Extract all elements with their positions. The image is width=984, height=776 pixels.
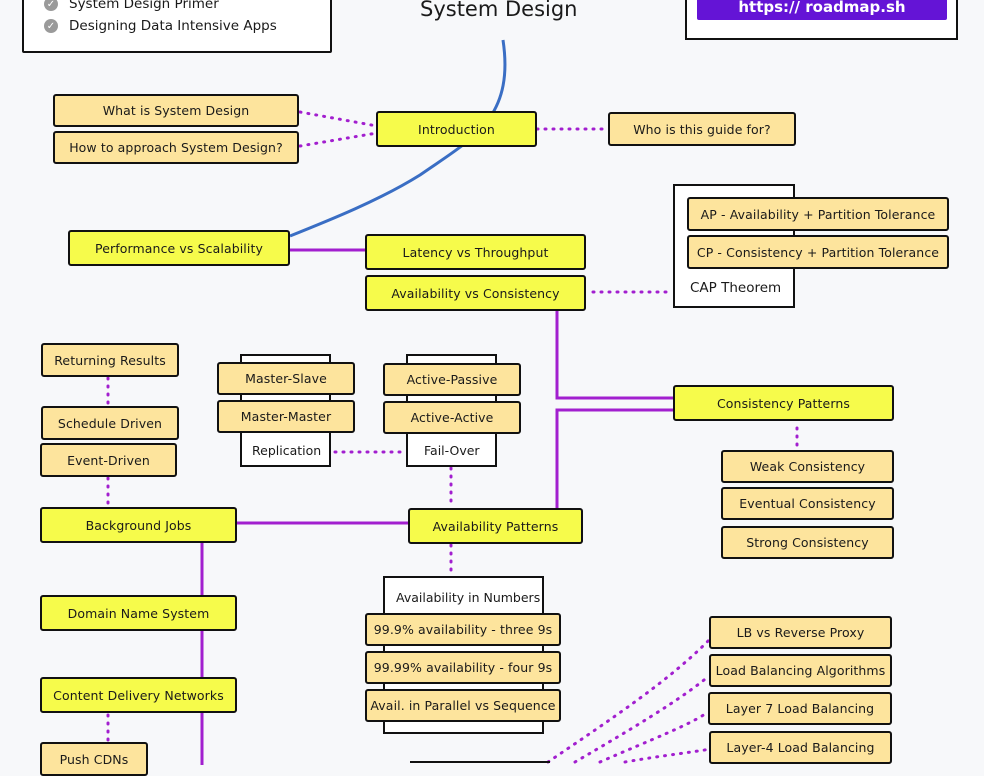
content-delivery-networks-node[interactable]: Content Delivery Networks [40, 677, 237, 713]
strong-consistency-node[interactable]: Strong Consistency [721, 526, 894, 559]
replication-label[interactable]: Replication [252, 443, 322, 458]
four-nines-node[interactable]: 99.99% availability - four 9s [365, 651, 561, 684]
introduction-node[interactable]: Introduction [376, 111, 537, 147]
active-active-node[interactable]: Active-Active [383, 401, 521, 434]
background-jobs-node[interactable]: Background Jobs [40, 507, 237, 543]
what-is-system-design-node[interactable]: What is System Design [53, 94, 299, 127]
layer-7-load-balancing-node[interactable]: Layer 7 Load Balancing [708, 692, 892, 725]
main-path-curve [289, 39, 507, 238]
parallel-vs-sequence-node[interactable]: Avail. in Parallel vs Sequence [365, 689, 561, 722]
dotted-connectors [106, 110, 799, 764]
legend-item-ddia: ✓ Designing Data Intensive Apps [44, 18, 277, 34]
schedule-driven-node[interactable]: Schedule Driven [41, 406, 179, 440]
url-box: https:// roadmap.sh [685, 0, 958, 40]
failover-label[interactable]: Fail-Over [424, 443, 480, 458]
cp-node[interactable]: CP - Consistency + Partition Tolerance [687, 235, 949, 269]
eventual-consistency-node[interactable]: Eventual Consistency [721, 487, 894, 520]
three-nines-node[interactable]: 99.9% availability - three 9s [365, 613, 561, 646]
master-slave-node[interactable]: Master-Slave [217, 362, 355, 395]
offscreen-node-edge [410, 761, 550, 771]
page-title: System Design [420, 0, 578, 21]
returning-results-node[interactable]: Returning Results [41, 343, 179, 377]
check-circle-icon: ✓ [44, 19, 58, 33]
availability-patterns-node[interactable]: Availability Patterns [408, 508, 583, 544]
check-circle-icon: ✓ [44, 0, 58, 11]
cap-theorem-label[interactable]: CAP Theorem [690, 280, 782, 296]
active-passive-node[interactable]: Active-Passive [383, 363, 521, 396]
performance-vs-scalability-node[interactable]: Performance vs Scalability [68, 230, 290, 266]
ap-node[interactable]: AP - Availability + Partition Tolerance [687, 197, 949, 231]
availability-vs-consistency-node[interactable]: Availability vs Consistency [365, 275, 586, 311]
solid-connectors [200, 248, 674, 765]
legend-box: ✓ System Design Primer ✓ Designing Data … [22, 0, 332, 53]
push-cdns-node[interactable]: Push CDNs [40, 742, 148, 776]
latency-vs-throughput-node[interactable]: Latency vs Throughput [365, 234, 586, 270]
weak-consistency-node[interactable]: Weak Consistency [721, 450, 894, 483]
how-to-approach-node[interactable]: How to approach System Design? [53, 131, 299, 164]
legend-item-primer: ✓ System Design Primer [44, 0, 219, 12]
layer-4-load-balancing-node[interactable]: Layer-4 Load Balancing [709, 731, 892, 764]
domain-name-system-node[interactable]: Domain Name System [40, 595, 237, 631]
roadmap-link[interactable]: https:// roadmap.sh [697, 0, 947, 20]
availability-in-numbers-label[interactable]: Availability in Numbers [396, 590, 541, 605]
event-driven-node[interactable]: Event-Driven [40, 443, 177, 477]
consistency-patterns-node[interactable]: Consistency Patterns [673, 385, 894, 421]
who-is-this-for-node[interactable]: Who is this guide for? [608, 112, 796, 146]
lb-vs-reverse-proxy-node[interactable]: LB vs Reverse Proxy [709, 616, 892, 649]
load-balancing-algorithms-node[interactable]: Load Balancing Algorithms [709, 654, 892, 687]
master-master-node[interactable]: Master-Master [217, 400, 355, 433]
